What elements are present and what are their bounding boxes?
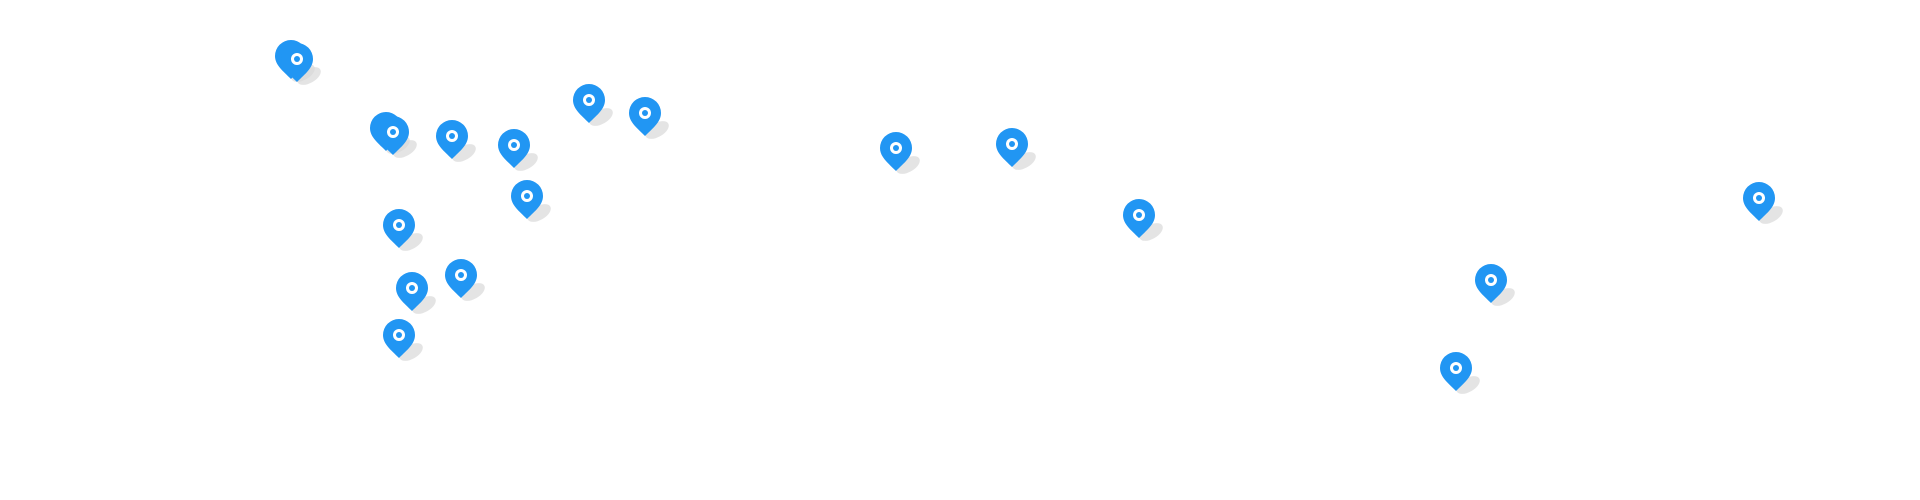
marker-dot bbox=[1453, 365, 1459, 371]
map-marker[interactable] bbox=[379, 207, 429, 257]
location-pin-icon bbox=[573, 84, 613, 126]
location-pin-icon bbox=[1123, 199, 1163, 241]
location-pin-icon bbox=[1475, 264, 1515, 306]
marker-dot bbox=[1756, 195, 1762, 201]
map-marker[interactable] bbox=[379, 317, 429, 367]
location-pin-icon bbox=[629, 97, 669, 139]
location-pin-icon bbox=[396, 272, 436, 314]
map-marker[interactable] bbox=[1436, 350, 1486, 400]
location-pin-icon bbox=[996, 128, 1036, 170]
map-marker[interactable] bbox=[569, 82, 619, 132]
location-pin-icon bbox=[436, 120, 476, 162]
marker-dot bbox=[458, 272, 464, 278]
map-marker[interactable] bbox=[494, 127, 544, 177]
marker-dot bbox=[586, 97, 592, 103]
marker-dot bbox=[294, 56, 300, 62]
location-pin-icon bbox=[1743, 182, 1783, 224]
map-marker[interactable] bbox=[432, 118, 482, 168]
map-marker[interactable] bbox=[277, 41, 327, 91]
marker-dot bbox=[409, 285, 415, 291]
marker-dot bbox=[524, 193, 530, 199]
location-pin-icon bbox=[281, 43, 321, 85]
location-pin-icon bbox=[511, 180, 551, 222]
map-marker[interactable] bbox=[392, 270, 442, 320]
location-pin-icon bbox=[498, 129, 538, 171]
marker-dot bbox=[511, 142, 517, 148]
map-marker[interactable] bbox=[1471, 262, 1521, 312]
location-pin-icon bbox=[445, 259, 485, 301]
map-marker[interactable] bbox=[992, 126, 1042, 176]
location-pin-icon bbox=[383, 319, 423, 361]
marker-dot bbox=[1136, 212, 1142, 218]
marker-dot bbox=[390, 129, 396, 135]
marker-dot bbox=[449, 133, 455, 139]
marker-dot bbox=[1009, 141, 1015, 147]
map-marker[interactable] bbox=[625, 95, 675, 145]
marker-dot bbox=[1488, 277, 1494, 283]
map-marker[interactable] bbox=[876, 130, 926, 180]
location-pin-icon bbox=[880, 132, 920, 174]
marker-dot bbox=[893, 145, 899, 151]
map-marker[interactable] bbox=[507, 178, 557, 228]
location-pin-icon bbox=[377, 116, 417, 158]
map-marker[interactable] bbox=[1119, 197, 1169, 247]
map-marker[interactable] bbox=[373, 114, 423, 164]
location-pin-icon bbox=[383, 209, 423, 251]
map-marker[interactable] bbox=[1739, 180, 1789, 230]
map-marker[interactable] bbox=[441, 257, 491, 307]
marker-dot bbox=[396, 222, 402, 228]
marker-dot bbox=[642, 110, 648, 116]
marker-dot bbox=[396, 332, 402, 338]
location-pin-icon bbox=[1440, 352, 1480, 394]
